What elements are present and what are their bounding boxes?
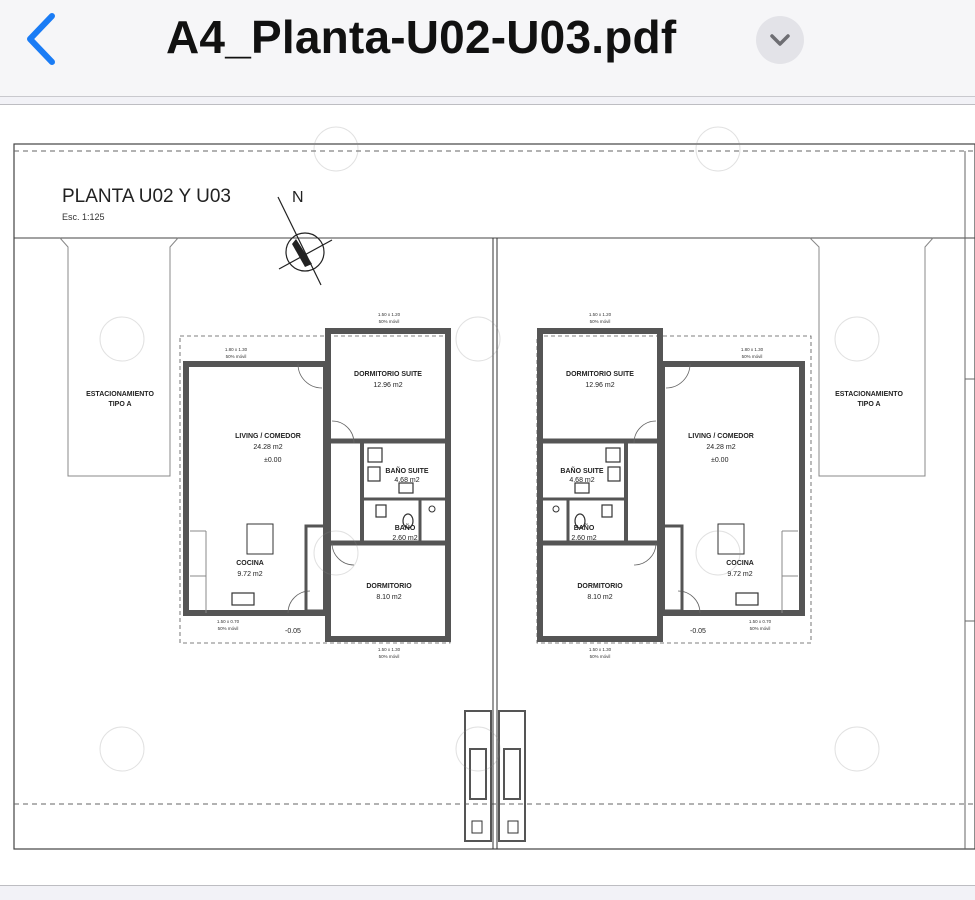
room-dormitorio-area: 8.10 m2 — [376, 594, 401, 601]
room-living-label: LIVING / COMEDOR — [235, 433, 301, 440]
room-bano-suite-area: 4.68 m2 — [394, 477, 419, 484]
bottom-bar — [0, 886, 975, 900]
document-title: A4_Planta-U02-U03.pdf — [166, 11, 677, 63]
room-suite-label: DORMITORIO SUITE — [566, 371, 634, 378]
ext-level-label: -0.05 — [690, 628, 706, 635]
room-cocina-label: COCINA — [726, 560, 754, 567]
room-cocina-area: 9.72 m2 — [727, 571, 752, 578]
svg-text:1.50 x 1.20: 1.50 x 1.20 — [378, 312, 401, 317]
room-bano-suite-label: BAÑO SUITE — [385, 466, 429, 475]
floor-plan-drawing: PLANTA U02 Y U03 Esc. 1:125 N ESTACIONAM… — [13, 126, 975, 850]
north-label: N — [292, 189, 304, 206]
parking-left-type: TIPO A — [108, 401, 131, 408]
svg-text:1.80 x 1.30: 1.80 x 1.30 — [225, 347, 248, 352]
title-menu-button[interactable] — [756, 16, 804, 64]
unit-u02: 1.50 x 1.20 50% móvil 1.80 x 1.30 50% mó… — [179, 312, 451, 659]
chevron-down-icon — [770, 34, 790, 46]
svg-text:50% móvil: 50% móvil — [218, 626, 239, 631]
plan-scale: Esc. 1:125 — [62, 212, 105, 222]
svg-text:50% móvil: 50% móvil — [590, 654, 611, 659]
svg-text:1.50 x 0.70: 1.50 x 0.70 — [217, 619, 240, 624]
room-bano-area: 2.60 m2 — [571, 535, 596, 542]
pdf-page[interactable]: PLANTA U02 Y U03 Esc. 1:125 N ESTACIONAM… — [0, 104, 975, 886]
svg-text:1.50 x 1.20: 1.50 x 1.20 — [589, 312, 612, 317]
room-living-area: 24.28 m2 — [253, 444, 282, 451]
back-button[interactable] — [18, 10, 66, 68]
level-label: ±0.00 — [264, 457, 282, 464]
room-suite-label: DORMITORIO SUITE — [354, 371, 422, 378]
svg-text:1.50 x 1.30: 1.50 x 1.30 — [378, 647, 401, 652]
room-dormitorio-area: 8.10 m2 — [587, 594, 612, 601]
room-cocina-label: COCINA — [236, 560, 264, 567]
watermark-logos — [99, 126, 880, 772]
plan-frame — [13, 143, 975, 850]
room-bano-suite-area: 4.68 m2 — [569, 477, 594, 484]
svg-text:50% móvil: 50% móvil — [590, 319, 611, 324]
svg-text:50% móvil: 50% móvil — [742, 354, 763, 359]
room-bano-label: BAÑO — [574, 523, 595, 532]
plan-title: PLANTA U02 Y U03 — [62, 186, 231, 207]
svg-text:50% móvil: 50% móvil — [750, 626, 771, 631]
room-bano-area: 2.60 m2 — [392, 535, 417, 542]
svg-text:50% móvil: 50% móvil — [379, 654, 400, 659]
room-living-area: 24.28 m2 — [706, 444, 735, 451]
room-bano-suite-label: BAÑO SUITE — [560, 466, 604, 475]
top-bar: A4_Planta-U02-U03.pdf — [0, 0, 975, 97]
svg-text:50% móvil: 50% móvil — [226, 354, 247, 359]
utility-meters — [464, 710, 526, 842]
room-bano-label: BAÑO — [395, 523, 416, 532]
parking-right-type: TIPO A — [857, 401, 880, 408]
unit-u03: 1.50 x 1.20 50% móvil 1.80 x 1.30 50% mó… — [536, 312, 812, 659]
room-living-label: LIVING / COMEDOR — [688, 433, 754, 440]
room-suite-area: 12.96 m2 — [585, 382, 614, 389]
svg-text:1.50 x 1.30: 1.50 x 1.30 — [589, 647, 612, 652]
svg-text:1.50 x 0.70: 1.50 x 0.70 — [749, 619, 772, 624]
ext-level-label: -0.05 — [285, 628, 301, 635]
level-label: ±0.00 — [711, 457, 729, 464]
svg-text:50% móvil: 50% móvil — [379, 319, 400, 324]
svg-text:1.80 x 1.30: 1.80 x 1.30 — [741, 347, 764, 352]
room-dormitorio-label: DORMITORIO — [366, 583, 412, 590]
room-dormitorio-label: DORMITORIO — [577, 583, 623, 590]
parking-left-label: ESTACIONAMIENTO — [86, 391, 154, 398]
chevron-left-icon — [27, 13, 55, 65]
parking-right-label: ESTACIONAMIENTO — [835, 391, 903, 398]
room-cocina-area: 9.72 m2 — [237, 571, 262, 578]
north-arrow-icon — [277, 196, 333, 286]
room-suite-area: 12.96 m2 — [373, 382, 402, 389]
